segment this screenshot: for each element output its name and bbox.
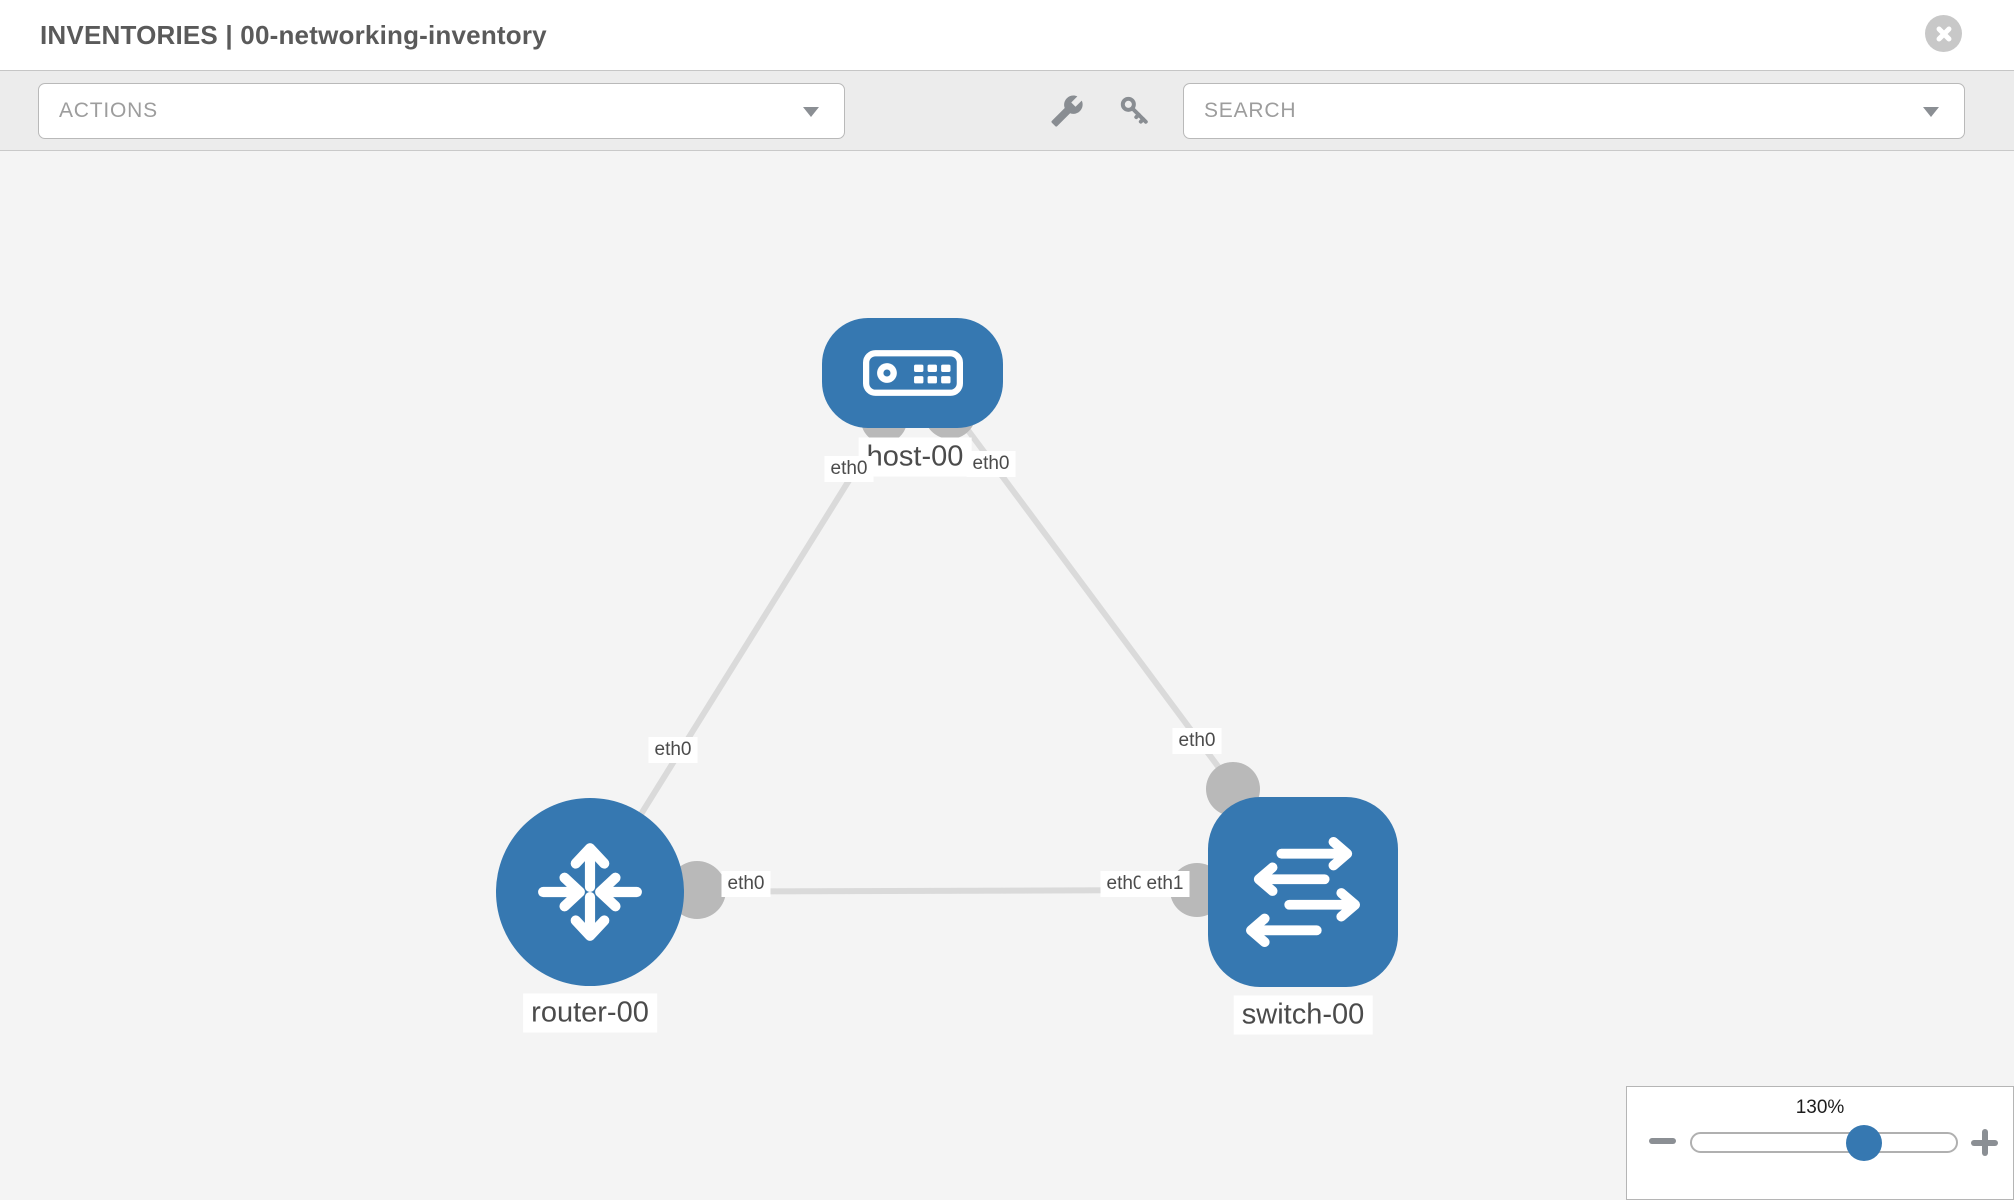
actions-dropdown[interactable]: ACTIONS bbox=[38, 83, 845, 139]
toolbar: ACTIONS SEARCH bbox=[0, 71, 2014, 151]
zoom-level-value: 130% bbox=[1795, 1097, 1845, 1118]
host-device-icon bbox=[862, 350, 963, 396]
if-label-switch-eth1: eth1 bbox=[1140, 871, 1190, 897]
node-router-00[interactable] bbox=[496, 798, 684, 986]
wrench-icon[interactable] bbox=[1050, 94, 1084, 128]
key-icon[interactable] bbox=[1118, 94, 1152, 128]
window-header: INVENTORIES | 00-networking-inventory bbox=[0, 0, 2014, 71]
if-label-router-eth0: eth0 bbox=[721, 871, 771, 897]
node-label-router: router-00 bbox=[523, 993, 657, 1033]
if-label-router-eth0-uplink: eth0 bbox=[648, 737, 698, 763]
chevron-down-icon bbox=[803, 107, 819, 117]
switch-arrows-icon bbox=[1246, 836, 1360, 948]
zoom-slider[interactable] bbox=[1690, 1125, 1958, 1161]
node-label-host: host-00 bbox=[858, 437, 972, 477]
topology-canvas[interactable]: host-00 router-00 switch-00 eth0 eth0 et… bbox=[0, 151, 2014, 1200]
zoom-out-minus-icon[interactable] bbox=[1649, 1138, 1676, 1144]
plus-icon-bar bbox=[1982, 1129, 1988, 1156]
if-label-host-eth0-left: eth0 bbox=[824, 456, 874, 482]
search-dropdown[interactable]: SEARCH bbox=[1183, 83, 1965, 139]
node-host-00[interactable] bbox=[822, 318, 1003, 428]
search-dropdown-label: SEARCH bbox=[1204, 99, 1297, 122]
node-label-switch: switch-00 bbox=[1233, 995, 1373, 1035]
page-title: INVENTORIES | 00-networking-inventory bbox=[40, 20, 547, 50]
zoom-slider-thumb[interactable] bbox=[1846, 1125, 1882, 1161]
if-label-host-eth0-right: eth0 bbox=[966, 451, 1016, 477]
actions-dropdown-label: ACTIONS bbox=[59, 99, 158, 122]
node-switch-00[interactable] bbox=[1208, 797, 1398, 987]
edges-layer bbox=[587, 387, 1260, 919]
if-label-switch-eth0: eth0 bbox=[1172, 728, 1222, 754]
zoom-panel: 130% bbox=[1626, 1086, 2014, 1200]
chevron-down-icon bbox=[1923, 107, 1939, 117]
router-arrows-icon bbox=[538, 843, 642, 941]
close-icon[interactable] bbox=[1925, 15, 1962, 52]
zoom-in-plus-icon[interactable] bbox=[1971, 1129, 1998, 1156]
